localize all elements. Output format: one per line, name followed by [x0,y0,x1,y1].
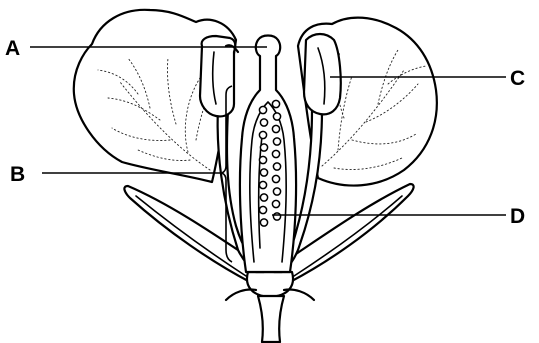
ovule [272,125,279,132]
ovule [259,106,266,113]
label-d-text: D [510,205,525,228]
ovule [272,100,279,107]
ovule [260,119,267,126]
ovule [272,200,279,207]
receptacle-and-stalk [226,272,314,342]
label-b-text: B [10,163,25,186]
ovule [272,150,279,157]
ovule [259,206,266,213]
pistil [240,36,296,273]
ovule [273,213,280,220]
ovule [259,131,266,138]
ovule [259,156,266,163]
ovule [260,169,267,176]
ovule [273,138,280,145]
ovule [272,175,279,182]
ovule [273,188,280,195]
label-a-text: A [5,37,20,60]
ovule [273,113,280,120]
ovule [273,163,280,170]
ovule [260,144,267,151]
ovule [259,181,266,188]
ovule [260,194,267,201]
label-c-text: C [510,67,525,90]
ovule [260,219,267,226]
